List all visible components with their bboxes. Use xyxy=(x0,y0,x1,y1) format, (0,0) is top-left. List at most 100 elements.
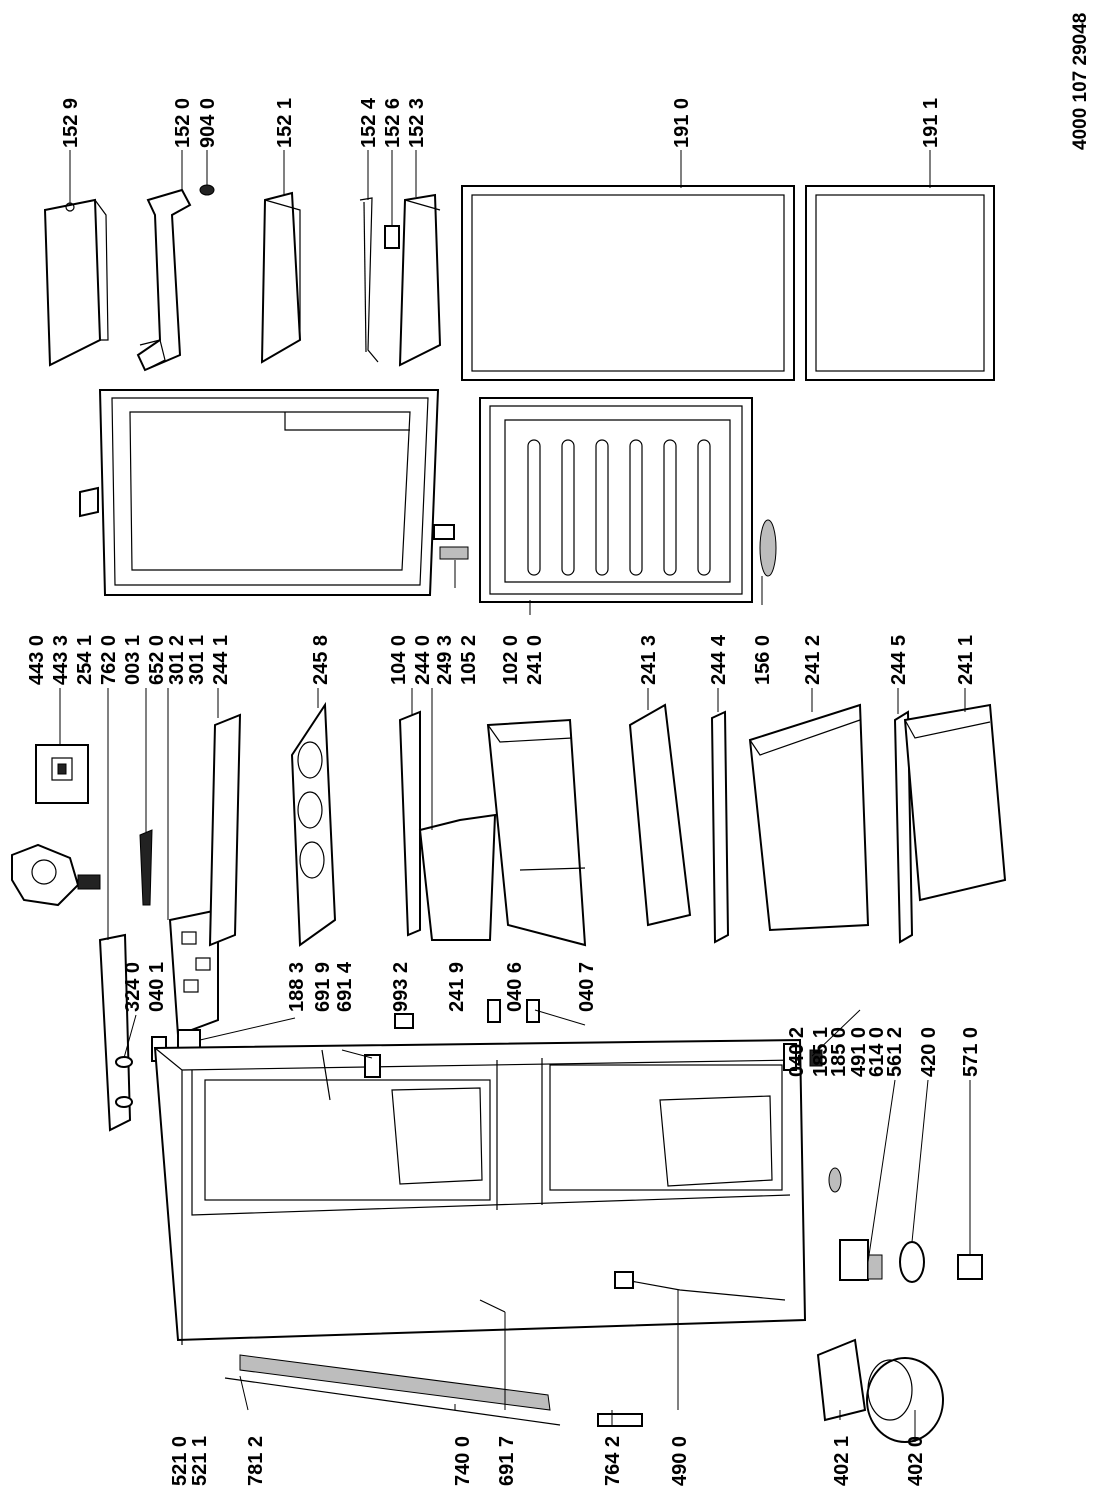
label-7400: 740 0 xyxy=(452,1436,474,1486)
door-gasket-1911 xyxy=(805,185,995,381)
bracket-0402 xyxy=(783,1043,797,1071)
label-0407: 040 7 xyxy=(576,962,598,1012)
valve-5710 xyxy=(957,1254,983,1280)
label-1524: 152 4 xyxy=(358,97,380,148)
hinge-1560 xyxy=(759,519,777,577)
label-3012: 301 2 xyxy=(166,635,188,685)
rail-6520 xyxy=(139,829,153,906)
label-2419: 241 9 xyxy=(446,962,468,1012)
fuse-1850 xyxy=(828,1167,842,1193)
label-4021: 402 1 xyxy=(831,1436,853,1486)
label-1560: 156 0 xyxy=(752,635,774,685)
label-1020: 102 0 xyxy=(500,635,522,685)
fan-motor-4430 xyxy=(11,843,80,907)
label-2413: 241 3 xyxy=(638,635,660,685)
label-2445: 244 5 xyxy=(888,635,910,685)
label-2458: 245 8 xyxy=(310,635,332,685)
bracket-1526 xyxy=(384,225,400,249)
label-1529: 152 9 xyxy=(60,98,82,148)
door-shelf-1520 xyxy=(136,188,192,372)
label-1911: 191 1 xyxy=(920,98,942,148)
label-1850: 185 0 xyxy=(828,1027,850,1077)
label-5210: 521 0 xyxy=(169,1436,191,1486)
label-5211: 521 1 xyxy=(189,1436,211,1486)
lamp-3240 xyxy=(115,1056,133,1108)
label-5612: 561 2 xyxy=(884,1027,906,1077)
label-2412: 241 2 xyxy=(802,635,824,685)
label-1040: 104 0 xyxy=(388,635,410,685)
glass-shelf-2441 xyxy=(208,713,242,947)
hinge-1052 xyxy=(433,524,469,560)
label-7642: 764 2 xyxy=(602,1436,624,1486)
label-4430: 443 0 xyxy=(26,635,48,685)
wire-shelf-2458 xyxy=(290,701,337,947)
freezer-drawer-2411 xyxy=(903,703,1007,902)
compressor-4020 xyxy=(866,1357,944,1443)
clip-9040 xyxy=(199,184,215,196)
freezer-door-ribs xyxy=(527,439,711,576)
sensor-6914 xyxy=(364,1054,381,1078)
label-2410: 241 0 xyxy=(524,635,546,685)
bottle-rail-1524 xyxy=(359,197,379,363)
label-6917: 691 7 xyxy=(496,1436,518,1486)
door-gasket-1910 xyxy=(461,185,795,381)
label-0402: 040 2 xyxy=(786,1027,808,1077)
label-1523: 152 3 xyxy=(406,98,428,148)
label-4900: 490 0 xyxy=(669,1436,691,1486)
label-6520: 652 0 xyxy=(146,635,168,685)
label-2441: 244 1 xyxy=(210,635,232,685)
label-7812: 781 2 xyxy=(245,1436,267,1486)
label-6919: 691 9 xyxy=(312,962,334,1012)
label-1520: 152 0 xyxy=(172,98,194,148)
freezer-drawer-2410 xyxy=(486,718,587,947)
fridge-door-1040 xyxy=(98,389,440,596)
door-shelf-1529 xyxy=(43,198,109,367)
label-4200: 420 0 xyxy=(918,1027,940,1077)
glass-shelf-2444 xyxy=(710,710,730,944)
label-1052: 105 2 xyxy=(458,635,480,685)
drawer-2413 xyxy=(628,703,692,927)
crisper-cover-2419 xyxy=(418,813,497,941)
freezer-door-1020 xyxy=(479,397,753,603)
leader-lines xyxy=(59,150,971,1442)
relay-4910 xyxy=(839,1239,869,1281)
label-6140: 614 0 xyxy=(866,1027,888,1077)
fan-cover-4433 xyxy=(35,744,89,804)
label-4910: 491 0 xyxy=(848,1027,870,1077)
label-1883: 188 3 xyxy=(286,962,308,1012)
label-7620: 762 0 xyxy=(98,635,120,685)
label-1526: 152 6 xyxy=(382,98,404,148)
door-shelf-1521 xyxy=(260,191,302,364)
starter-6140 xyxy=(867,1254,883,1280)
wire-6919 xyxy=(321,1049,331,1101)
label-2444: 244 4 xyxy=(708,634,730,685)
label-9932: 993 2 xyxy=(390,962,412,1012)
panel-0031 xyxy=(98,933,132,1132)
label-5710: 571 0 xyxy=(960,1027,982,1077)
label-2493: 249 3 xyxy=(434,635,456,685)
label-0401: 040 1 xyxy=(146,962,168,1012)
door-shelf-1523 xyxy=(398,193,442,367)
door-flap-4433-small xyxy=(79,486,99,518)
label-6914: 691 4 xyxy=(334,961,356,1012)
label-2541: 254 1 xyxy=(74,635,96,685)
freezer-drawer-2412 xyxy=(748,703,870,932)
label-2411: 241 1 xyxy=(955,635,977,685)
label-1851: 185 1 xyxy=(810,1027,832,1077)
grille-2541 xyxy=(77,874,101,890)
label-4020: 402 0 xyxy=(905,1436,927,1486)
label-9040: 904 0 xyxy=(197,98,219,148)
control-housing-3012 xyxy=(168,908,219,1037)
label-1521: 152 1 xyxy=(274,98,296,148)
thermostat-6917 xyxy=(479,1299,506,1313)
glass-shelf-2445 xyxy=(893,710,914,944)
document-number: 4000 107 29048 xyxy=(1070,13,1091,150)
tube-7812 xyxy=(224,1377,561,1426)
label-2440: 244 0 xyxy=(412,635,434,685)
cabinet-5210 xyxy=(153,1038,807,1345)
label-3240: 324 0 xyxy=(122,962,144,1012)
glass-shelf-2440 xyxy=(398,710,421,937)
relay-box-4021 xyxy=(816,1338,867,1422)
power-cord-4900 xyxy=(614,1271,786,1301)
